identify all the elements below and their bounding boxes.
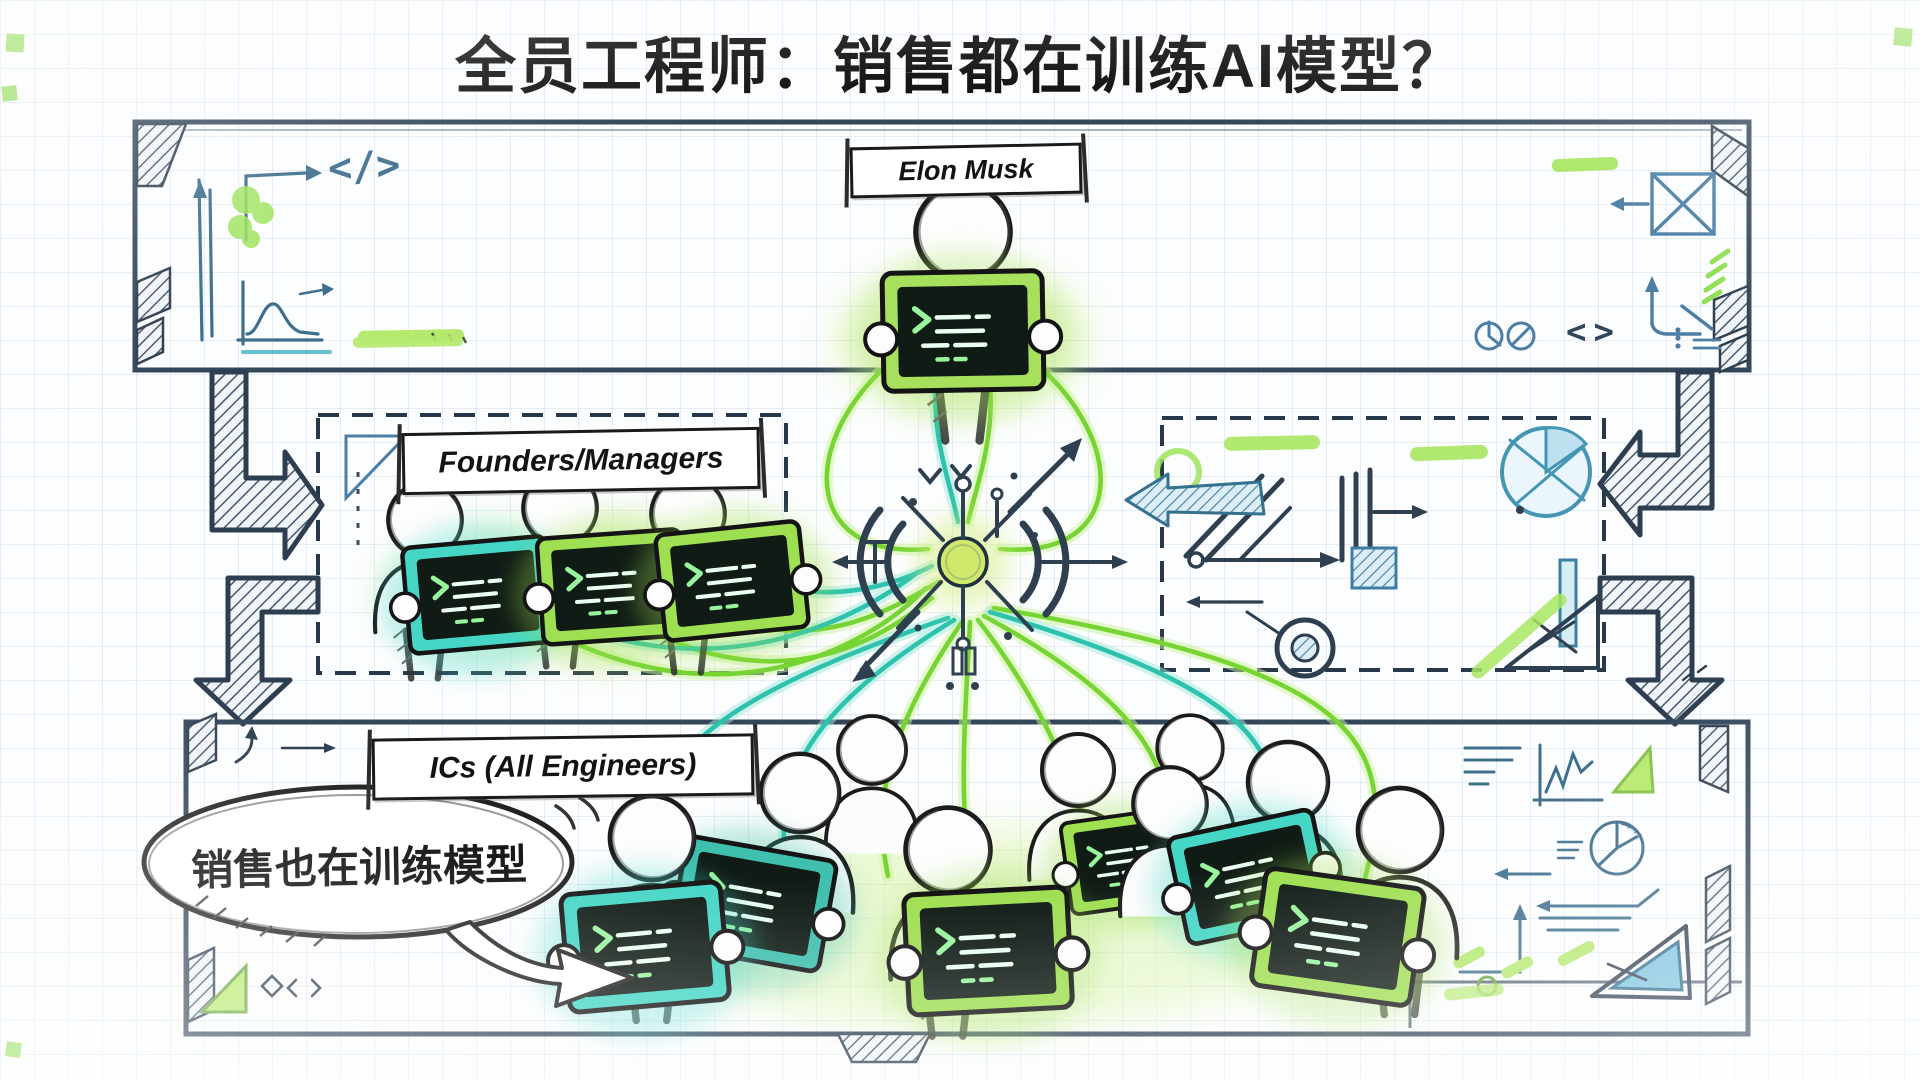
elon-terminal: [852, 248, 1075, 424]
ai-hub: [832, 438, 1128, 690]
page-edge-marks: [1, 27, 1913, 1059]
bottom-right-doodles: [1444, 664, 1708, 1001]
angle-brackets-icon: <>: [1566, 312, 1621, 352]
block-arrow-left-into-bottom: [193, 575, 321, 727]
bottom-left-doodles: [198, 726, 336, 1014]
top-right-doodles: [1474, 157, 1731, 351]
speech-bubble-text: 销售也在训练模型: [190, 841, 528, 894]
top-left-doodles: [193, 165, 334, 354]
ics-all-engineers-label: ICs (All Engineers): [371, 733, 755, 801]
speech-bubble-tail-arrow: [444, 920, 634, 1008]
speech-bubble: [141, 784, 634, 1008]
blue-block-arrow-left: [1124, 472, 1266, 528]
circuit-doodles-right: [1183, 426, 1600, 679]
right-dashed-box: [1160, 416, 1606, 672]
top-band: [132, 119, 1752, 374]
middle-band: [193, 335, 1725, 727]
block-arrow-right-down-left: [1597, 369, 1715, 538]
bottom-band: [183, 664, 1751, 1064]
elon-musk-label: Elon Musk: [849, 142, 1083, 199]
green-blob-highlight: [228, 186, 274, 248]
code-icon: </>: [326, 142, 402, 192]
founders-managers-label: Founders/Managers: [401, 426, 761, 496]
elon-figure: [852, 185, 1075, 441]
block-arrow-left-down-right: [209, 369, 325, 561]
page-title: 全员工程师：销售都在训练AI模型？: [454, 32, 1465, 100]
block-arrow-right-into-bottom: [1597, 575, 1725, 727]
founders-figures: [373, 471, 839, 685]
